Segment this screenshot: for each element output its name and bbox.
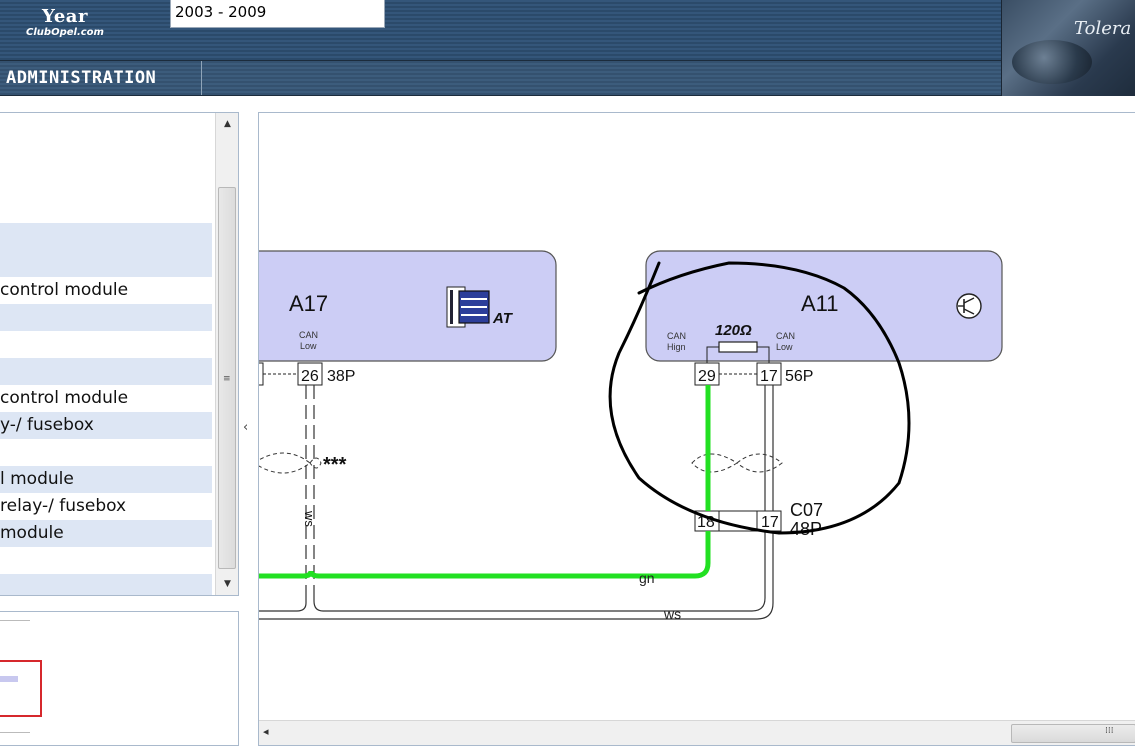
overview-line <box>0 620 30 621</box>
logo-year-text: Year <box>42 6 88 27</box>
module-a11-name: A11 <box>801 291 839 316</box>
nav-bar: ADMINISTRATION <box>0 60 1001 96</box>
overview-line <box>0 732 30 733</box>
a11-can-low-top: CAN <box>776 331 795 341</box>
list-item[interactable]: y-/ fusebox <box>0 412 212 439</box>
app-header: Year ClubOpel.com 2003 - 2009 <box>0 0 1135 60</box>
wire-white-label: ws <box>663 606 681 622</box>
wire-white-edge-inner <box>259 385 774 620</box>
overview-viewport-frame[interactable] <box>0 660 42 717</box>
list-item[interactable] <box>0 169 212 196</box>
module-a17-name: A17 <box>289 291 328 316</box>
a17-wire-ws-label: ws <box>302 510 317 527</box>
a17-pin-26-label: 26 <box>301 368 319 385</box>
resistor-value-label: 120Ω <box>715 322 752 339</box>
c07-pin-17-label: 17 <box>761 514 779 531</box>
a11-pin-17[interactable] <box>756 362 782 386</box>
lens-image <box>1012 40 1092 84</box>
list-item[interactable] <box>0 304 212 331</box>
a17-pin-26[interactable] <box>297 362 323 386</box>
list-item[interactable]: control module <box>0 388 129 408</box>
list-item[interactable] <box>0 196 212 223</box>
a17-twist-symbol <box>259 452 311 474</box>
wiring-diagram: A17 AT CAN Low 26 38P ws *** A11 <box>259 250 1003 622</box>
component-list-panel: control module control module y-/ fusebox l… <box>0 112 239 596</box>
a17-twist-symbol-end <box>309 457 322 469</box>
list-item[interactable] <box>0 574 212 595</box>
a11-connector-label: 56P <box>785 368 813 385</box>
scroll-left-arrow-icon[interactable]: ◂ <box>263 725 269 738</box>
list-item[interactable] <box>0 547 212 574</box>
a11-twist-symbol-right <box>736 453 783 473</box>
a17-can-label-bottom: Low <box>300 341 317 351</box>
logo-site-text: ClubOpel.com <box>26 27 104 38</box>
brand-panel: Tolera <box>1001 0 1135 96</box>
list-item[interactable] <box>0 331 212 358</box>
wire-white-a17-edge <box>259 591 307 612</box>
model-year-field[interactable]: 2003 - 2009 <box>170 0 385 28</box>
wire-green-can-high[interactable] <box>259 385 711 579</box>
a11-can-high-bottom: Hign <box>667 342 686 352</box>
a17-connector-label: 38P <box>327 368 355 385</box>
scroll-up-arrow-icon[interactable]: ▲ <box>224 119 231 129</box>
grip-icon: ≡ <box>223 374 231 384</box>
a11-pin-17-label: 17 <box>760 368 778 385</box>
nav-tab-administration[interactable]: ADMINISTRATION <box>0 61 202 95</box>
wiring-diagram-panel: A17 AT CAN Low 26 38P ws *** A11 <box>258 112 1135 746</box>
list-item[interactable]: control module <box>0 280 129 300</box>
c07-name-label: C07 <box>790 500 823 520</box>
module-a17-box[interactable] <box>259 250 557 362</box>
a11-can-high-top: CAN <box>667 331 686 341</box>
wire-green-label: gn <box>639 570 655 586</box>
grip-icon: ⁞⁞⁞ <box>1105 726 1114 736</box>
a17-can-label-top: CAN <box>299 330 318 340</box>
a11-pin-29-label: 29 <box>698 368 716 385</box>
collapse-panel-chevron-left-icon[interactable]: ‹ <box>243 420 249 435</box>
transistor-icon <box>956 293 982 319</box>
scroll-down-arrow-icon[interactable]: ▼ <box>224 579 231 589</box>
terminating-resistor[interactable] <box>706 341 770 363</box>
twist-note-asterisks: *** <box>323 454 347 476</box>
module-a11-box[interactable] <box>645 250 1003 362</box>
hand-drawn-annotation-circle <box>608 261 911 535</box>
list-item[interactable] <box>0 358 212 385</box>
brand-text: Tolera <box>1074 18 1132 39</box>
list-vertical-scrollbar[interactable]: ▲ ≡ ▼ <box>215 113 238 595</box>
c07-size-label: 48P <box>790 519 822 539</box>
overview-module-thumb <box>0 676 18 682</box>
list-item[interactable]: relay-/ fusebox <box>0 496 127 516</box>
connector-c07[interactable] <box>694 510 782 532</box>
a17-pin-partial <box>259 362 264 386</box>
a11-can-low-bottom: Low <box>776 342 793 352</box>
at-badge-text: AT <box>492 310 514 327</box>
list-scroll-thumb[interactable]: ≡ <box>218 187 236 569</box>
clubopel-logo[interactable]: Year ClubOpel.com <box>10 4 120 56</box>
list-item[interactable] <box>0 223 212 250</box>
wire-white-edge-outer <box>313 385 766 612</box>
diagram-scroll-thumb[interactable]: ⁞⁞⁞ <box>1011 724 1135 743</box>
overview-navigator[interactable] <box>0 611 239 746</box>
list-item[interactable] <box>0 250 212 277</box>
a11-twist-symbol-left <box>691 453 738 473</box>
list-item[interactable] <box>0 439 212 466</box>
list-item[interactable]: module <box>0 520 212 547</box>
diagram-horizontal-scrollbar[interactable]: ◂ ⁞⁞⁞ <box>259 720 1135 745</box>
list-item[interactable]: l module <box>0 466 212 493</box>
transmission-at-icon: AT <box>446 286 514 328</box>
